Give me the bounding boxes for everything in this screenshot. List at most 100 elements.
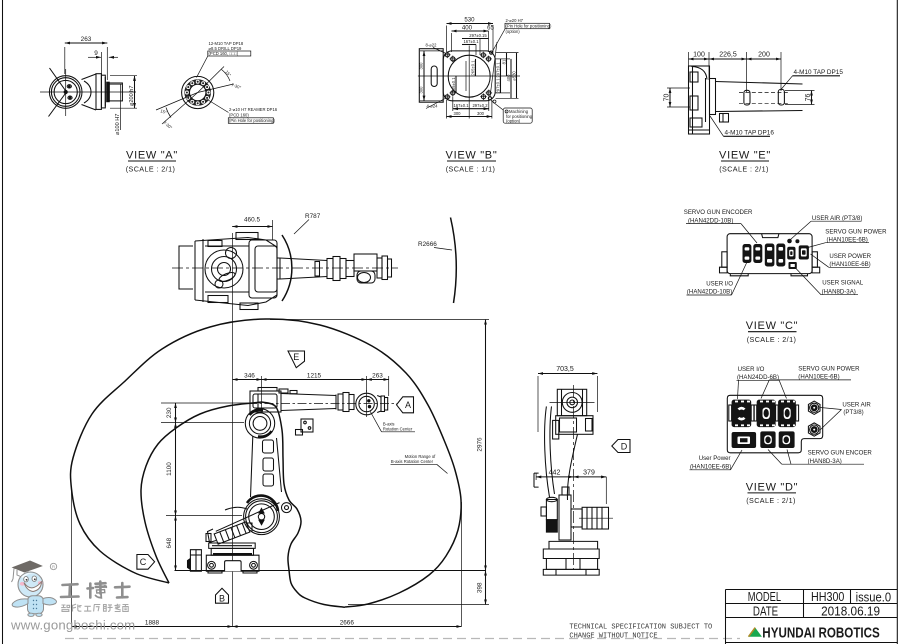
svg-text:265±0.1: 265±0.1	[451, 77, 456, 93]
svg-text:7-30°: 7-30°	[162, 120, 173, 131]
svg-text:User Power: User Power	[699, 455, 731, 462]
svg-text:2018.06.19: 2018.06.19	[821, 604, 880, 618]
svg-text:⌀8.5 DRILL DP19: ⌀8.5 DRILL DP19	[209, 46, 243, 51]
svg-text:460.5: 460.5	[244, 217, 260, 224]
svg-text:(HAN42DD-10B): (HAN42DD-10B)	[688, 217, 733, 224]
svg-text:SERVO GUN POWER: SERVO GUN POWER	[798, 366, 860, 373]
svg-text:DATE: DATE	[753, 604, 778, 618]
svg-text:(option): (option)	[506, 118, 521, 123]
svg-text:B: B	[219, 594, 225, 604]
svg-text:SERVO GUN POWER: SERVO GUN POWER	[825, 228, 887, 235]
svg-text:12-M10 TAP DP18: 12-M10 TAP DP18	[209, 41, 244, 46]
svg-text:703,5: 703,5	[556, 366, 574, 373]
svg-text:SERVO GUN ENCODER: SERVO GUN ENCODER	[684, 209, 753, 216]
svg-text:100: 100	[693, 52, 705, 59]
svg-text:263: 263	[81, 36, 92, 43]
svg-text:300: 300	[477, 111, 485, 116]
svg-text:R: R	[52, 565, 56, 570]
svg-text:(HAN24DD-6B): (HAN24DD-6B)	[737, 374, 779, 381]
svg-text:2-⌀10 H7 REAMER DP16: 2-⌀10 H7 REAMER DP16	[229, 107, 278, 112]
svg-text:2976: 2976	[477, 437, 484, 452]
svg-text:442: 442	[549, 470, 561, 477]
svg-text:(SCALE : 2/1): (SCALE : 2/1)	[746, 496, 796, 505]
svg-text:Rotation Center: Rotation Center	[383, 427, 413, 432]
svg-text:Machining: Machining	[509, 109, 529, 114]
svg-text:D: D	[621, 441, 628, 451]
svg-text:400: 400	[462, 25, 473, 32]
svg-text:B-axis: B-axis	[383, 421, 395, 426]
svg-text:A: A	[405, 400, 411, 410]
svg-text:USER AIR: USER AIR	[842, 401, 871, 408]
svg-text:C: C	[140, 557, 147, 567]
svg-text:(HAN10EE-6B): (HAN10EE-6B)	[690, 464, 731, 471]
svg-text:(PT3/8): (PT3/8)	[843, 409, 863, 416]
svg-text:E: E	[293, 352, 299, 362]
svg-text:297±0.1: 297±0.1	[496, 62, 501, 78]
svg-text:4-M10 TAP DP16: 4-M10 TAP DP16	[725, 130, 775, 137]
svg-text:200: 200	[758, 52, 770, 59]
svg-text:65: 65	[487, 25, 494, 32]
svg-text:VIEW "D": VIEW "D"	[746, 481, 799, 493]
svg-text:MODEL: MODEL	[748, 590, 781, 604]
svg-text:VIEW "E": VIEW "E"	[719, 150, 771, 162]
svg-text:USER I/O: USER I/O	[706, 280, 733, 287]
svg-text:398: 398	[477, 582, 484, 593]
svg-text:81: 81	[502, 59, 507, 64]
svg-text:(HAN8D-3A): (HAN8D-3A)	[808, 458, 842, 465]
svg-text:15°: 15°	[224, 69, 232, 77]
svg-text:R2666: R2666	[418, 241, 437, 248]
svg-text:1100: 1100	[166, 462, 173, 476]
svg-text:297±0.1: 297±0.1	[496, 78, 501, 94]
svg-text:226,5: 226,5	[719, 52, 737, 59]
svg-text:VIEW "C": VIEW "C"	[746, 320, 799, 332]
svg-text:(HAN10EE-6B): (HAN10EE-6B)	[798, 373, 839, 380]
svg-text:300: 300	[419, 86, 424, 94]
svg-text:9: 9	[94, 50, 98, 57]
svg-text:CHANGE WITHOUT NOTICE: CHANGE WITHOUT NOTICE	[569, 633, 657, 641]
svg-text:issue.0: issue.0	[856, 590, 892, 604]
svg-text:230: 230	[166, 407, 173, 418]
svg-text:7-30°: 7-30°	[231, 82, 242, 90]
svg-text:4-⌀24: 4-⌀24	[427, 104, 439, 109]
svg-text:379: 379	[583, 470, 595, 477]
svg-text:76: 76	[805, 94, 812, 102]
svg-text:(SCALE : 2/1): (SCALE : 2/1)	[719, 165, 769, 174]
svg-text:4-M10 TAP DP15: 4-M10 TAP DP15	[794, 69, 844, 76]
svg-text:(HAN42DD-10B): (HAN42DD-10B)	[687, 289, 732, 296]
svg-text:B-axis Rotation Center: B-axis Rotation Center	[391, 459, 434, 464]
svg-text:15°: 15°	[160, 108, 168, 115]
svg-text:400: 400	[506, 74, 511, 82]
svg-text:USER SIGNAL: USER SIGNAL	[822, 280, 864, 287]
svg-text:(SCALE : 2/1): (SCALE : 2/1)	[126, 165, 176, 174]
svg-text:(HAN10EE-6B): (HAN10EE-6B)	[827, 236, 868, 243]
svg-text:167±0.1: 167±0.1	[463, 39, 479, 44]
svg-text:Motion Range of: Motion Range of	[405, 454, 437, 459]
svg-text:R787: R787	[305, 213, 321, 220]
svg-text:(PCD 160): (PCD 160)	[229, 113, 249, 118]
svg-text:⌀200 h7: ⌀200 h7	[129, 86, 135, 106]
svg-text:(HAN8D-3A): (HAN8D-3A)	[822, 288, 856, 295]
svg-text:70: 70	[664, 94, 671, 102]
svg-text:(PCD 160, □□□): (PCD 160, □□□)	[209, 51, 239, 56]
svg-text:⌀100 H7: ⌀100 H7	[115, 114, 121, 135]
svg-text:(HAN10EE-6B): (HAN10EE-6B)	[829, 261, 870, 268]
svg-text:(Pin Hole for positioning): (Pin Hole for positioning)	[506, 24, 552, 29]
svg-text:648: 648	[166, 537, 173, 548]
svg-text:2666: 2666	[340, 619, 355, 626]
svg-text:VIEW "A": VIEW "A"	[126, 150, 178, 162]
svg-text:SERVO GUN ENCOER: SERVO GUN ENCOER	[808, 450, 873, 457]
svg-text:USER POWER: USER POWER	[829, 253, 871, 260]
svg-text:297±0.15: 297±0.15	[469, 33, 487, 38]
svg-text:530: 530	[464, 17, 475, 24]
svg-text:265±0.1: 265±0.1	[471, 60, 476, 76]
svg-text:⌀530: ⌀530	[512, 71, 517, 81]
svg-text:HH300: HH300	[811, 590, 844, 604]
svg-text:300: 300	[419, 62, 424, 70]
svg-text:HYUNDAI ROBOTICS: HYUNDAI ROBOTICS	[762, 626, 880, 642]
svg-text:www.gongboshi.com: www.gongboshi.com	[10, 618, 135, 633]
svg-text:167±0.1: 167±0.1	[453, 103, 469, 108]
svg-text:300: 300	[454, 111, 462, 116]
svg-text:1: 1	[506, 110, 508, 114]
svg-text:(Pin Hole for positioning): (Pin Hole for positioning)	[229, 118, 275, 123]
svg-text:(SCALE : 2/1): (SCALE : 2/1)	[747, 335, 797, 344]
